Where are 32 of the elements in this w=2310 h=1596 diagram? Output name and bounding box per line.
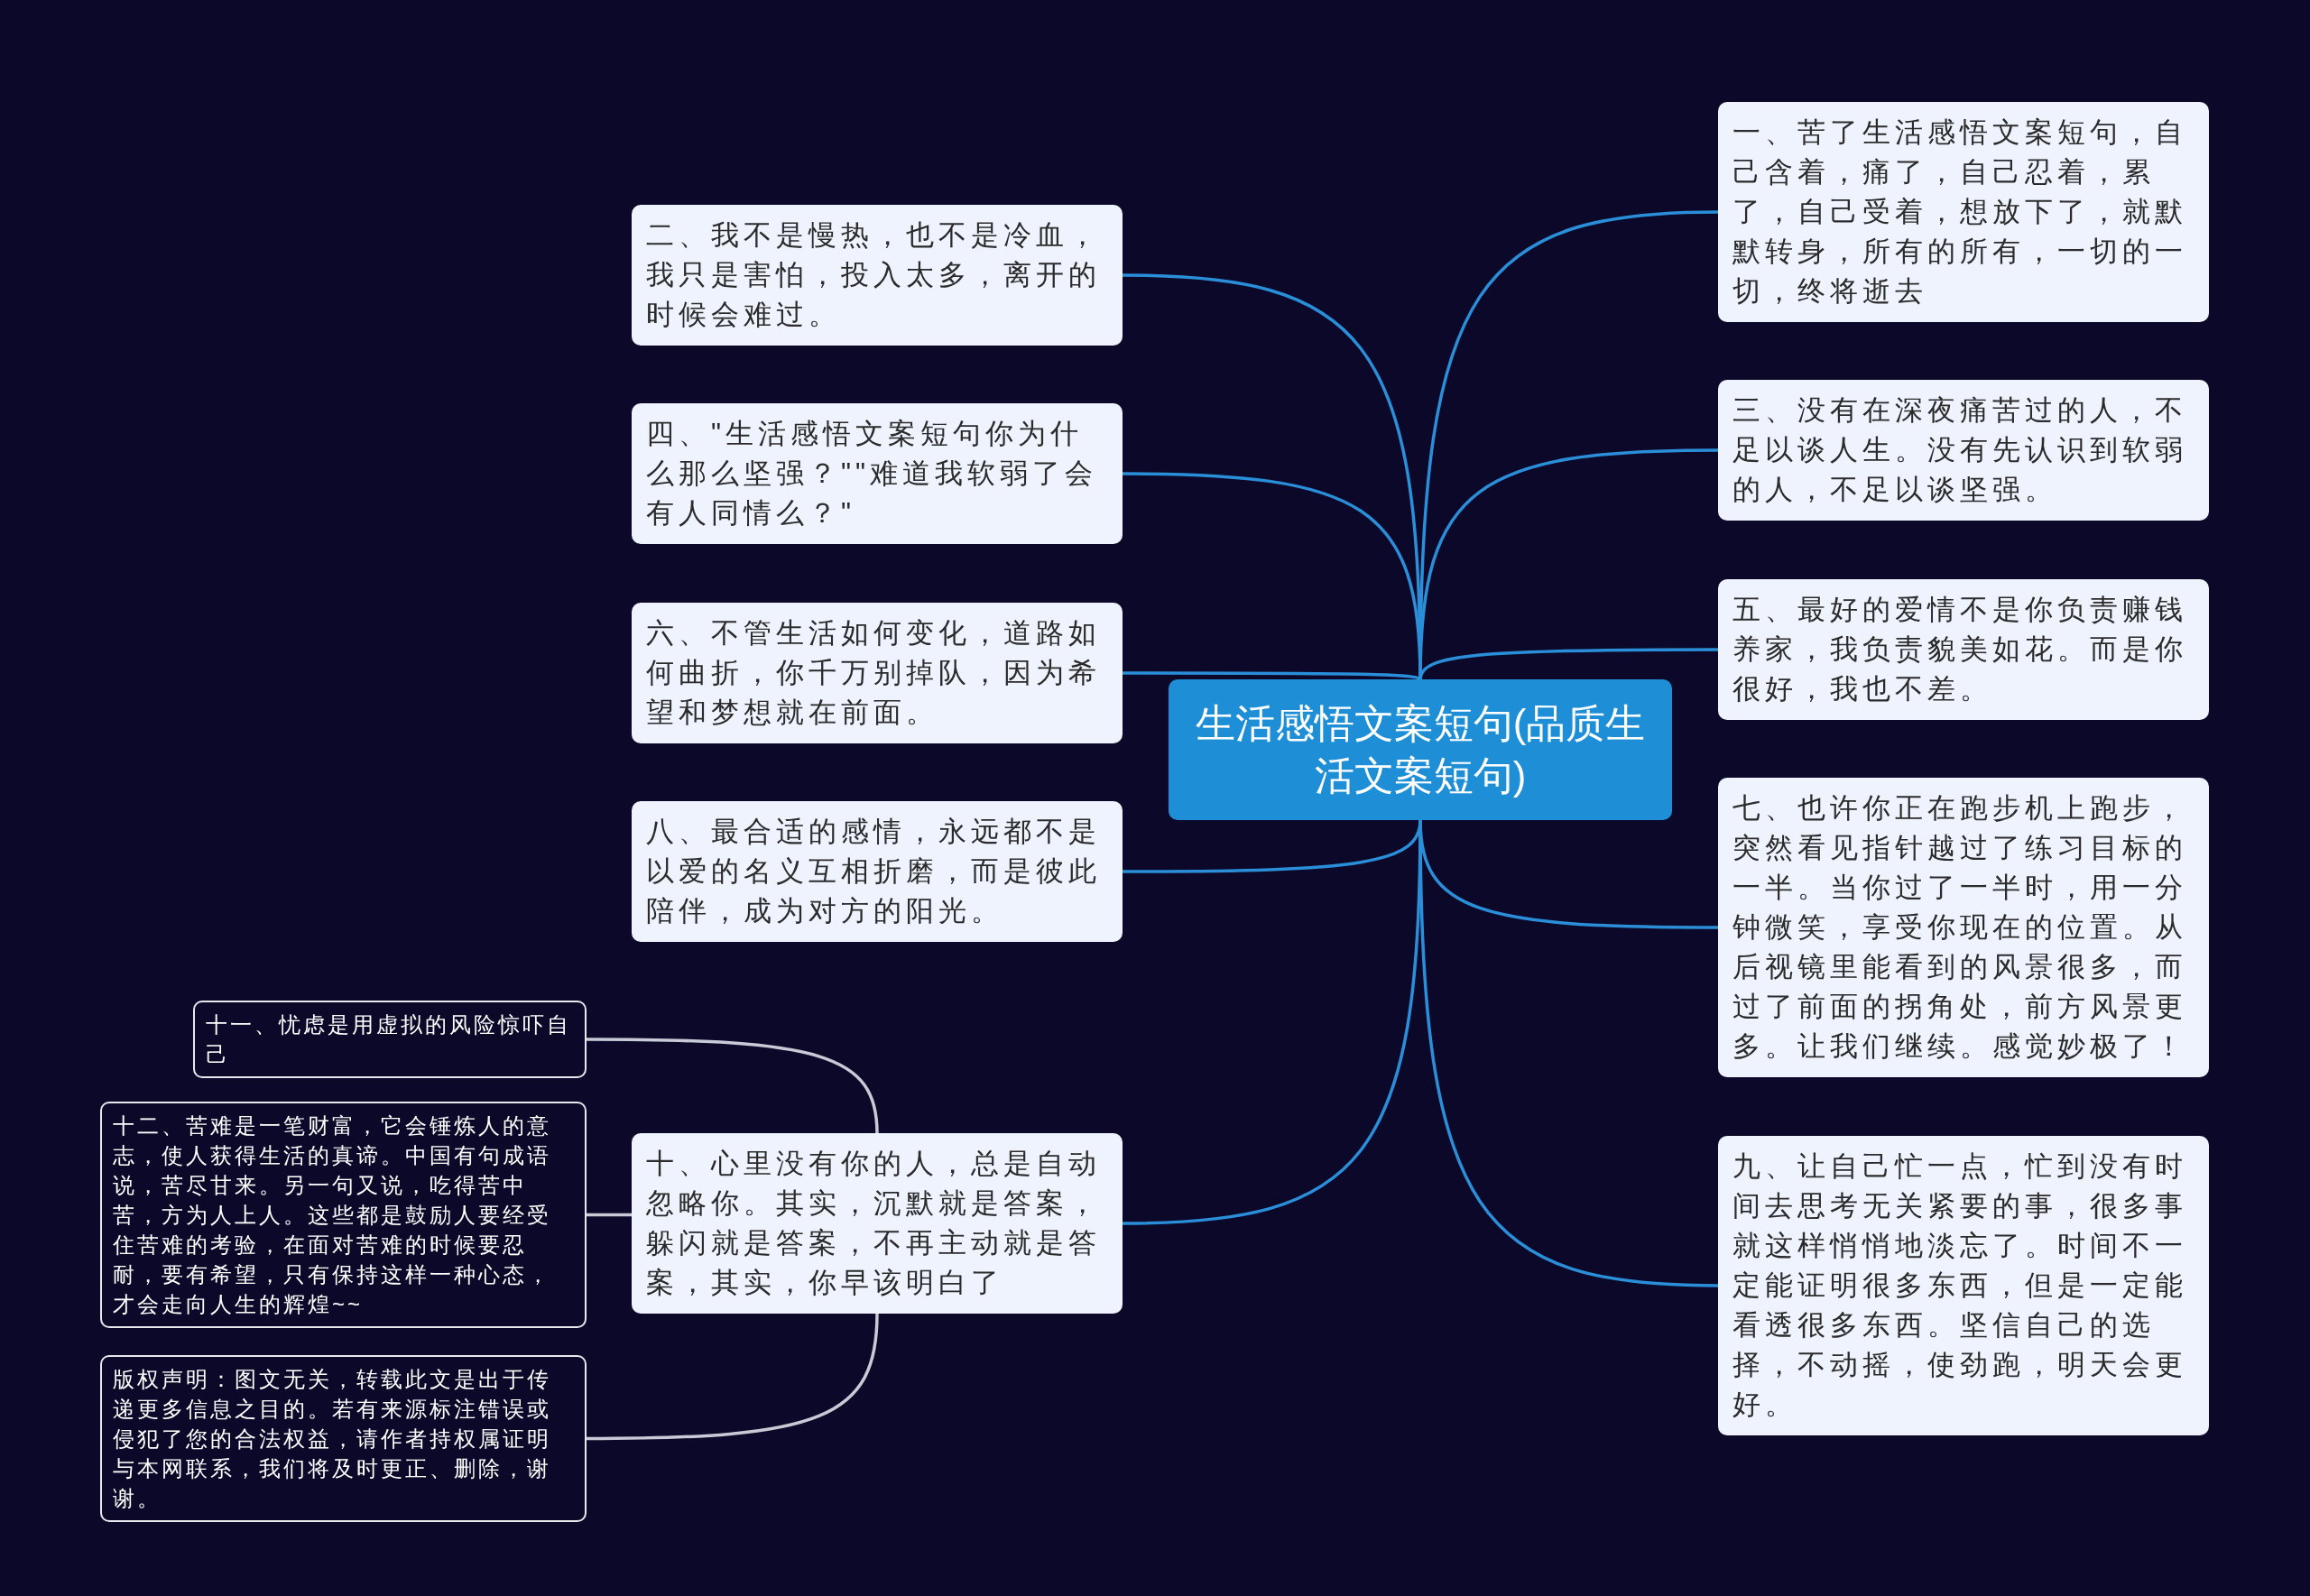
topic-text: 九、让自己忙一点，忙到没有时间去思考无关紧要的事，很多事就这样悄悄地淡忘了。时间不一定能证明很多东西，但是一定能看透很多东西。坚信自己的选择，不动摇，使劲跑，明天会更好。 [1732,1149,2188,1422]
topic-text: 四、"生活感悟文案短句你为什么那么坚强？""难道我软弱了会有人同情么？" [646,417,1098,530]
topic-box [1718,579,2209,720]
topic-text: 七、也许你正在跑步机上跑步，突然看见指针越过了练习目标的一半。当你过了一半时，用一分钟微笑，享受你现在的位置。从后视镜里能看到的风景很多，而过了前面的拐角处，前方风景更多。让我们继续。感觉妙极了！ [1732,791,2188,1064]
topic-box [632,205,1123,346]
subtopic-box [193,1001,587,1078]
topic-text: 十、心里没有你的人，总是自动忽略你。其实，沉默就是答案，躲闪就是答案，不再主动就是答案，其实，你早该明白了 [646,1147,1102,1300]
connector-line [587,1213,632,1217]
topic-box [632,801,1123,942]
subtopic-box [100,1355,587,1522]
topic-box [632,403,1123,544]
topic-text: 十二、苦难是一笔财富，它会锤炼人的意志，使人获得生活的真谛。中国有句成语说，苦尽甘来。另一句又说，吃得苦中苦，方为人上人。这些都是鼓励人要经受住苦难的考验，在面对苦难的时候要忍耐，要有希望，只有保持这样一种心态，才会走向人生的辉煌~~ [113,1112,552,1318]
topic-text: 六、不管生活如何变化，道路如何曲折，你千万别掉队，因为希望和梦想就在前面。 [646,616,1102,730]
topic-text: 生活感悟文案短句(品质生活文案短句) [1194,700,1647,799]
central-topic-box [1169,679,1672,820]
topic-box [1718,102,2209,322]
connector-line [1123,671,1421,681]
topic-text: 三、没有在深夜痛苦过的人，不足以谈人生。没有先认识到软弱的人，不足以谈坚强。 [1732,393,2188,507]
connector-line [587,1313,879,1441]
connector-line [587,1038,879,1134]
topic-box [632,603,1123,743]
topic-text: 五、最好的爱情不是你负责赚钱养家，我负责貌美如花。而是你很好，我也不差。 [1732,593,2188,706]
topic-text: 版权声明：图文无关，转载此文是出于传递更多信息之目的。若有来源标注错误或侵犯了您的合法权益，请作者持权属证明与本网联系，我们将及时更正、删除，谢谢。 [113,1366,552,1512]
topic-text: 十一、忧虑是用虚拟的风险惊吓自己 [206,1011,572,1068]
topic-box [632,1133,1123,1314]
topic-text: 二、我不是慢热，也不是冷血，我只是害怕，投入太多，离开的时候会难过。 [646,218,1102,332]
topic-text: 一、苦了生活感悟文案短句，自己含着，痛了，自己忍着，累了，自己受着，想放下了，就默默转身，所有的所有，一切的一切，终将逝去 [1732,115,2188,309]
topic-box [1718,778,2209,1077]
topic-box [1718,380,2209,521]
topic-text: 八、最合适的感情，永远都不是以爱的名义互相折磨，而是彼此陪伴，成为对方的阳光。 [646,815,1102,928]
subtopic-box [100,1102,587,1328]
topic-box [1718,1136,2209,1435]
